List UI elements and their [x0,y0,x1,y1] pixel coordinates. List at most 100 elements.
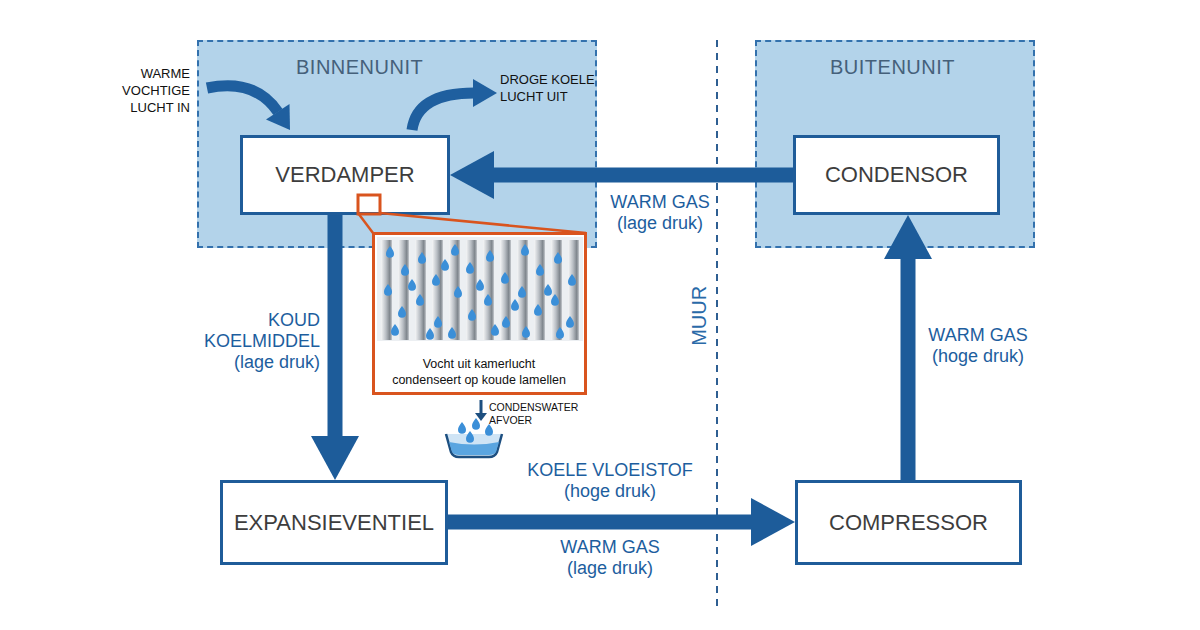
arrow-shaft [901,258,916,480]
water-droplet [468,309,476,321]
component-name: COMPRESSOR [829,510,988,536]
air-in-arrowhead [266,104,290,130]
cooling-fin [432,240,443,340]
water-droplet [502,316,510,328]
cooling-fin [551,240,562,340]
water-droplet [448,327,456,339]
unit-band: BINNENUNIT VERDAMPER [197,40,597,248]
flow-arrow [450,151,793,199]
water-droplet [556,327,564,339]
water-droplet [466,262,474,274]
cooling-fin [483,240,494,340]
drain-arrowhead [475,413,487,421]
water-droplet [408,279,416,291]
water-droplet [434,316,442,328]
water-droplet [418,252,426,264]
zoom-line [358,213,373,233]
water-droplet [476,279,484,291]
air-in-arrow [207,86,278,112]
arrow-shaft [493,168,793,183]
flow-label: WARM GAS (hoge druk) [918,325,1038,367]
water-droplet [472,418,480,430]
unit-heading: BUITENUNIT [830,56,955,79]
zoom-line [380,213,586,233]
arrow-head [884,215,932,259]
cooling-fin [449,240,460,340]
water-droplet [511,299,519,311]
arrow-shaft [448,515,752,530]
water-droplet [454,286,462,298]
component-name: EXPANSIEVENTIEL [234,510,434,536]
component-name: VERDAMPER [275,162,414,188]
flow-label: KOELE VLOEISTOF (hoge druk) [510,460,710,502]
water-droplet [401,264,409,276]
zoom-callout: Vocht uit kamerlucht condenseert op koud… [372,232,587,395]
component-box: COMPRESSOR [795,480,1022,565]
water-droplet [441,259,449,271]
zoom-marker [358,195,380,214]
wall-label: MUUR [688,281,712,351]
water-droplet [521,244,529,256]
water-droplet [568,274,576,286]
arrow-head [450,151,494,199]
water-droplet [522,326,530,338]
water-droplet [466,431,474,443]
water-droplet [391,324,399,336]
water-droplet [491,324,499,336]
wall-line [716,40,718,612]
drain-label: CONDENSWATER AFVOER [489,401,585,426]
flow-arrow [448,498,795,546]
drip-tray [446,434,502,457]
cooling-fin [500,240,511,340]
cooling-fin [534,240,545,340]
cooling-fin [517,240,528,340]
water-droplet [384,284,392,296]
fin-illustration [377,237,583,341]
flow-arrow [884,215,932,480]
cooling-fin [466,240,477,340]
water-droplet [518,286,526,298]
water-droplet [386,246,394,258]
water-droplet [398,306,406,318]
water-droplet [416,294,424,306]
droplet-group [384,244,576,340]
cooling-fin [381,240,392,340]
cooling-fin [415,240,426,340]
flow-label: WARM GAS (lage druk) [600,192,720,234]
arrow-shaft [328,215,343,437]
cooling-fin [398,240,409,340]
water-droplet [554,252,562,264]
air-out-arrowhead [473,79,497,107]
airflow-note: WARME VOCHTIGE LUCHT IN [95,66,190,117]
cooling-fin [568,240,579,340]
water-droplet [451,244,459,256]
arrow-head [751,498,795,546]
water-droplet [551,294,559,306]
fin-background [377,237,583,341]
water-droplet [458,422,466,434]
water-droplet [486,250,494,262]
component-box: CONDENSOR [793,135,1000,215]
water-droplet [544,284,552,296]
callout-text: Vocht uit kamerlucht condenseert op koud… [389,356,569,388]
air-out-arrow [412,93,474,130]
water-droplet [426,328,434,340]
water-droplet [484,294,492,306]
unit-heading: BINNENUNIT [296,56,423,79]
water-droplet [432,274,440,286]
water-droplet [501,272,509,284]
component-name: CONDENSOR [825,162,968,188]
component-box: EXPANSIEVENTIEL [220,480,448,565]
component-box: VERDAMPER [240,135,450,215]
flow-label: WARM GAS (lage druk) [550,537,670,579]
drain-arrow [480,400,483,414]
unit-band: BUITENUNIT CONDENSOR [755,40,1035,248]
water-droplet [534,304,542,316]
flow-arrow [311,215,359,480]
water-droplet [566,316,574,328]
arrow-head [311,436,359,480]
flow-label: KOUD KOELMIDDEL (lage druk) [185,310,320,374]
tray-water [449,442,499,455]
